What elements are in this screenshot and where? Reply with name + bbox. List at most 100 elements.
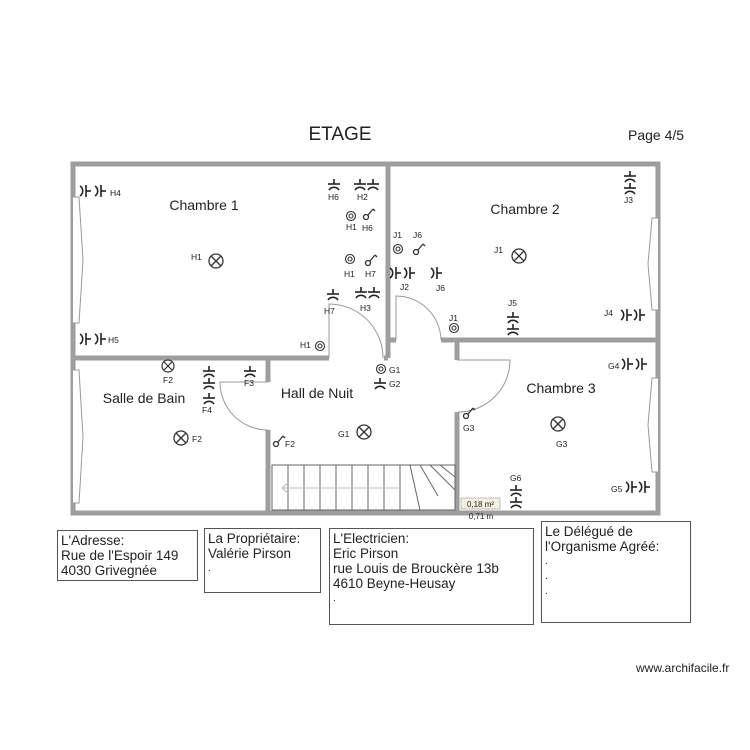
door-sdb: [219, 381, 269, 431]
outlet-icon: [202, 365, 216, 378]
outlet-icon: [389, 266, 402, 280]
outlet-icon: [161, 359, 175, 373]
owner-title: La Propriétaire:: [208, 531, 301, 546]
length-measurement: 0,71 m: [469, 512, 494, 521]
lamp-icon: [511, 248, 527, 264]
address-city: 4030 Grivegnée: [61, 563, 158, 578]
salle-de-bain-symbols: [161, 359, 257, 446]
outlet-icon: [509, 496, 523, 509]
label-j1: J1: [393, 230, 402, 240]
lamp-icon: [173, 430, 189, 446]
window-c1: [73, 196, 84, 324]
switch-icon: [412, 243, 426, 256]
lamp-icon: [550, 416, 566, 432]
label-j2: J2: [400, 282, 409, 292]
switch-icon: [272, 435, 286, 448]
window-c3: [647, 377, 658, 473]
switch-icon: [362, 208, 376, 221]
electrician-name: Eric Pirson: [333, 546, 399, 561]
outlet-icon: [366, 178, 380, 191]
door-c1: [328, 303, 384, 359]
electrician-city: 4610 Beyne-Heusay: [333, 576, 456, 591]
outlet-icon: [202, 392, 216, 405]
label-h1: H1: [300, 340, 311, 350]
detector-icon: [344, 253, 356, 265]
address-box: L'Adresse: Rue de l'Espoir 149 4030 Griv…: [57, 530, 198, 581]
label-j1: J1: [494, 245, 503, 255]
outlet-icon: [243, 365, 257, 378]
room-name-chambre3: Chambre 3: [526, 380, 595, 396]
label-f4: F4: [202, 405, 212, 415]
delegate-extra-2: .: [545, 571, 548, 582]
outlet-icon: [354, 286, 368, 299]
outlet-icon: [373, 377, 387, 390]
label-f3: F3: [244, 378, 254, 388]
room-name-hall: Hall de Nuit: [281, 385, 353, 401]
windows: [73, 196, 658, 504]
outlet-icon: [635, 357, 648, 371]
label-j1: J1: [449, 313, 458, 323]
electrician-extra: .: [333, 593, 336, 604]
electrician-title: L'Electricien:: [333, 531, 410, 546]
label-h1: H1: [346, 222, 357, 232]
outlet-icon: [621, 357, 634, 371]
door-c2: [395, 295, 442, 341]
switch-icon: [364, 254, 378, 267]
outlet-icon: [509, 484, 523, 497]
address-street: Rue de l'Espoir 149: [61, 548, 179, 563]
outlet-icon: [633, 308, 646, 322]
outlet-icon: [506, 323, 520, 336]
label-g3: G3: [556, 439, 568, 449]
outlet-icon: [326, 288, 340, 301]
label-j6: J6: [436, 283, 445, 293]
outlet-icon: [620, 308, 633, 322]
label-h2: H2: [357, 192, 368, 202]
hall-symbols: [272, 363, 387, 448]
delegate-title-1: Le Délégué de: [545, 524, 633, 539]
detector-icon: [375, 363, 387, 375]
electrician-street: rue Louis de Brouckère 13b: [333, 561, 499, 576]
delegate-extra-3: .: [545, 586, 548, 597]
outlet-icon: [353, 178, 367, 191]
label-h6: H6: [328, 192, 339, 202]
label-g1: G1: [389, 365, 401, 375]
room-name-salle-de-bain: Salle de Bain: [103, 390, 186, 406]
detector-icon: [314, 340, 326, 352]
outlet-icon: [623, 170, 637, 183]
outlet-icon: [506, 311, 520, 324]
lamp-icon: [208, 253, 224, 269]
label-h7: H7: [324, 306, 335, 316]
label-h5: H5: [108, 335, 119, 345]
label-f2: F2: [285, 439, 295, 449]
outlet-icon: [625, 480, 638, 494]
label-g1: G1: [338, 429, 350, 439]
label-j3: J3: [624, 195, 633, 205]
label-h6: H6: [362, 223, 373, 233]
label-g6: G6: [510, 473, 522, 483]
outlet-icon: [430, 266, 443, 280]
label-j6: J6: [413, 230, 422, 240]
outlet-icon: [638, 480, 651, 494]
label-h7: H7: [365, 269, 376, 279]
outlet-icon: [403, 266, 416, 280]
delegate-title-2: l'Organisme Agréé:: [545, 539, 660, 554]
label-j5: J5: [508, 298, 517, 308]
plan-title: ETAGE: [308, 124, 372, 145]
outlet-icon: [202, 377, 216, 390]
outlet-icon: [367, 286, 381, 299]
door-c3: [457, 359, 511, 413]
website-link[interactable]: www.archifacile.fr: [636, 661, 730, 675]
outlet-icon: [94, 332, 107, 346]
label-f2: F2: [163, 375, 173, 385]
owner-extra: .: [208, 563, 211, 574]
measurement-box: 0,18 m² 0,71 m: [460, 497, 501, 521]
lamp-icon: [356, 424, 372, 440]
door-openings: [264, 336, 461, 430]
label-g3: G3: [463, 423, 475, 433]
room-name-chambre1: Chambre 1: [169, 197, 238, 213]
detector-icon: [448, 322, 460, 334]
room-name-chambre2: Chambre 2: [490, 201, 559, 217]
label-g4: G4: [608, 361, 620, 371]
door-swings: [219, 295, 511, 431]
label-h1: H1: [344, 269, 355, 279]
